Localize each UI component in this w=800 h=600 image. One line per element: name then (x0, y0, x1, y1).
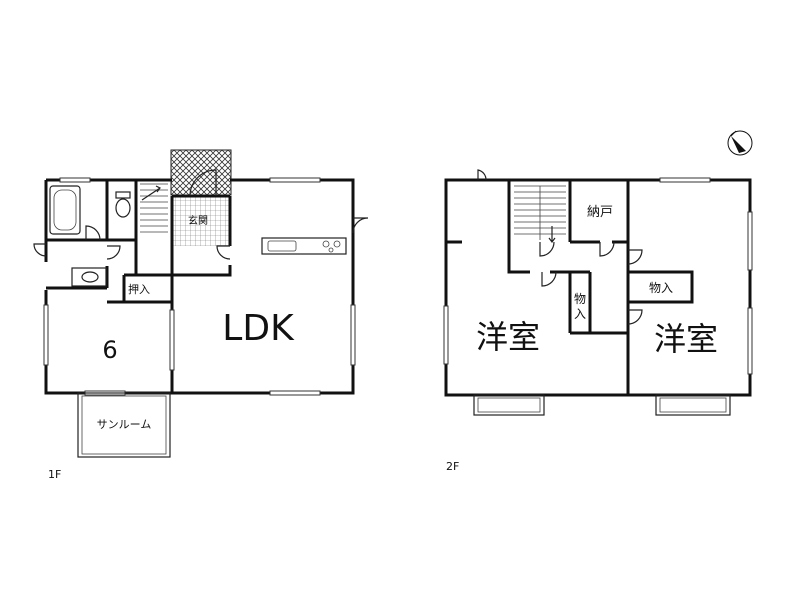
door-swing-icon (541, 271, 557, 287)
sunroom-inner (81, 395, 167, 455)
door-swing-icon (627, 249, 643, 265)
stair-icon (140, 183, 168, 233)
sunroom-label: サンルーム (97, 418, 152, 431)
balcony (655, 394, 731, 416)
door-swing-icon (599, 241, 615, 257)
door-swing-icon (106, 245, 121, 260)
window (350, 304, 356, 366)
window (59, 177, 91, 183)
entrance-label: 玄関 (188, 214, 208, 227)
north-arrow-icon (727, 130, 753, 156)
sink-icon (71, 267, 107, 287)
balcony (473, 394, 545, 416)
closet-label: 押入 (128, 282, 150, 296)
floor-1-label: 1F (48, 468, 61, 481)
floor-1: LDK 6 押入 玄関 サンルーム 1F (33, 149, 369, 481)
door-swing-icon (189, 169, 217, 197)
western-room-left-label: 洋室 (476, 318, 540, 356)
balcony-inner (477, 397, 541, 413)
window (747, 307, 753, 375)
balcony-inner (659, 397, 727, 413)
window (43, 304, 49, 366)
window (269, 390, 321, 396)
bathtub-icon (49, 185, 81, 235)
door-swing-icon (216, 245, 231, 260)
ldk-label: LDK (222, 308, 295, 349)
entrance-floor (172, 196, 230, 246)
stair-icon (514, 185, 566, 243)
storage-room-label: 納戸 (587, 205, 613, 220)
door-swing-icon (539, 241, 555, 257)
floor-2-label: 2F (446, 460, 459, 473)
window (269, 177, 321, 183)
floor-1-interior-walls (46, 180, 232, 393)
door-swing-icon (627, 309, 643, 325)
window (747, 211, 753, 271)
door-swing-icon (85, 225, 101, 241)
kitchen-counter-icon (261, 237, 347, 255)
toilet-icon (115, 191, 131, 218)
window (659, 177, 711, 183)
door-swing-icon (33, 243, 47, 257)
window (169, 309, 175, 371)
sunroom-outline (77, 392, 171, 458)
floor-2: 洋室 洋室 納戸 物入 物入 2F (443, 169, 753, 473)
western-room-right-label: 洋室 (654, 320, 718, 358)
bathtub-inner (53, 189, 77, 231)
storage-right-label: 物入 (649, 281, 673, 295)
door-swing-icon (352, 217, 369, 234)
storage-left-label: 物入 (574, 292, 586, 321)
door-swing-icon (477, 169, 487, 181)
floor-2-interior-walls (446, 180, 694, 395)
window (443, 305, 449, 365)
japanese-room-label: 6 (102, 336, 117, 364)
porch-hatch (170, 149, 232, 196)
